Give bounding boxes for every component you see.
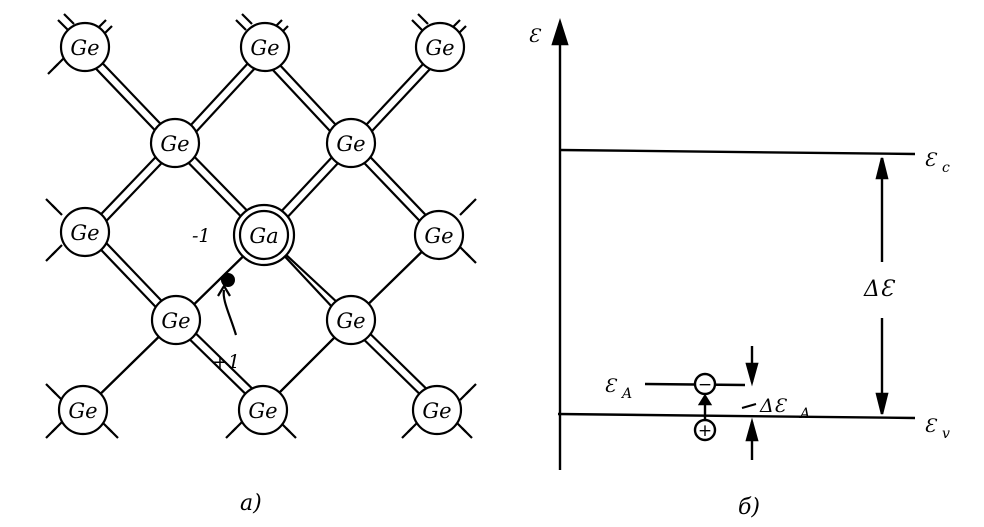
atom-ge-r3c3: Ge xyxy=(413,209,465,261)
atom-ge-r3c1: Ge xyxy=(59,206,111,258)
acceptor-level-subscript: A xyxy=(620,386,632,402)
atom-ge-r5c1: Ge xyxy=(57,384,109,436)
hole-motion-arrowhead xyxy=(217,283,231,297)
gap-arrowhead-upper xyxy=(875,157,889,180)
gap-arrowhead-lower xyxy=(875,392,889,415)
hole-excitation-arrowhead xyxy=(697,393,713,406)
atom-ge-r2c1: Ge xyxy=(149,117,201,169)
atom-ge-r1c3: Ge xyxy=(414,21,466,73)
acceptor-gap-subscript: A xyxy=(798,406,810,422)
atom-label: Ge xyxy=(422,399,451,423)
atom-label: Ge xyxy=(70,221,99,245)
acceptor-gap-label: ΔƐ xyxy=(759,395,788,417)
atom-label: Ge xyxy=(336,132,365,156)
atom-ge-r4c2: Ge xyxy=(325,294,377,346)
conduction-band-label: Ɛ xyxy=(924,149,938,171)
atom-label: Ga xyxy=(249,224,278,248)
acceptor-gap-leader xyxy=(741,403,757,409)
lattice-diagram: Ge Ge Ge Ge Ge Ge Ga Ge Ge Ge Ge Ge Ge xyxy=(45,13,477,439)
energy-axis-arrowhead xyxy=(551,18,569,46)
valence-band-subscript: v xyxy=(942,426,950,442)
acceptor-gap-arrowhead-upper xyxy=(745,362,759,387)
hole-motion-arrow xyxy=(222,289,238,336)
band-gap-label: ΔƐ xyxy=(863,277,896,302)
atom-ge-r5c2: Ge xyxy=(237,384,289,436)
valence-band-label: Ɛ xyxy=(924,415,938,437)
acceptor-level-label: Ɛ xyxy=(604,375,618,397)
caption-right: б) xyxy=(738,495,760,520)
atom-label: Ge xyxy=(68,399,97,423)
atom-ge-r5c3: Ge xyxy=(411,384,463,436)
atom-label: Ge xyxy=(424,224,453,248)
conduction-band-subscript: c xyxy=(942,160,950,176)
valence-band-edge xyxy=(557,412,916,420)
energy-axis-label: Ɛ xyxy=(528,25,542,47)
atom-ge-r2c2: Ge xyxy=(325,117,377,169)
impurity-charge-label: -1 xyxy=(192,225,211,247)
atom-label: Ge xyxy=(248,399,277,423)
atom-label: Ge xyxy=(161,309,190,333)
atom-ge-r4c1: Ge xyxy=(150,294,202,346)
captured-electron xyxy=(221,273,235,287)
conduction-band-edge xyxy=(559,148,916,156)
atom-label: Ge xyxy=(70,36,99,60)
caption-left: a) xyxy=(240,491,262,516)
atom-label: Ge xyxy=(425,36,454,60)
acceptor-gap-arrowhead-lower xyxy=(745,417,759,442)
hole-charge-label: +1 xyxy=(212,351,240,373)
atom-label: Ge xyxy=(250,36,279,60)
minus-sign: − xyxy=(698,375,712,395)
atom-label: Ge xyxy=(160,132,189,156)
atom-ga-impurity: Ga xyxy=(232,203,296,267)
band-diagram xyxy=(551,18,916,470)
plus-sign: + xyxy=(698,421,712,441)
atom-ge-r1c1: Ge xyxy=(59,21,111,73)
atom-label: Ge xyxy=(336,309,365,333)
atom-ge-r1c2: Ge xyxy=(239,21,291,73)
